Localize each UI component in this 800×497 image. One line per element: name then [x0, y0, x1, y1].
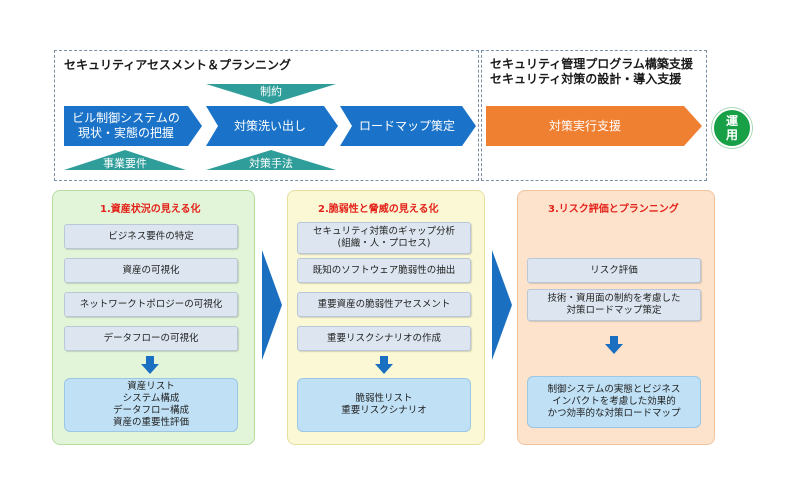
panel3-item-1: リスク評価 — [527, 258, 701, 283]
step3-label: ロードマップ策定 — [358, 118, 455, 133]
chevron-1-icon — [262, 250, 282, 360]
constraint-label: 制約 — [260, 85, 282, 98]
assessment-heading: セキュリティアセスメント＆プランニング — [64, 58, 292, 72]
panel2-title: 2.脆弱性と脅威の見える化 — [318, 204, 439, 215]
method-label: 対策手法 — [249, 157, 293, 170]
panel2-item-4: 重要リスクシナリオの作成 — [297, 326, 471, 351]
panel2-result: 脆弱性リスト 重要リスクシナリオ — [297, 378, 471, 432]
panel3-down-arrow-icon — [605, 336, 623, 354]
panel1-item-4: データフローの可視化 — [64, 326, 238, 351]
panel1-item-3: ネットワークトポロジーの可視化 — [64, 292, 238, 317]
panel3-title: 3.リスク評価とプランニング — [548, 204, 679, 215]
panel2-down-arrow-icon — [375, 356, 393, 374]
panel3-item-2: 技術・資用面の制約を考慮した 対策ロードマップ策定 — [527, 289, 701, 321]
step1-arrow-shape — [64, 106, 202, 146]
step2-arrow-shape — [206, 106, 338, 146]
panel1-item-2: 資産の可視化 — [64, 258, 238, 283]
panel1-item-1: ビジネス要件の特定 — [64, 224, 238, 249]
step3-arrow-shape — [340, 106, 476, 146]
business-requirements-label: 事業要件 — [103, 157, 147, 170]
panel1-down-arrow-icon — [141, 356, 159, 374]
business-shape — [64, 150, 186, 170]
implementation-heading-1: セキュリティ管理プログラム構築支援 — [490, 57, 693, 71]
execution-label: 対策実行支援 — [548, 118, 621, 133]
implementation-heading-2: セキュリティ対策の設計・導入支援 — [490, 72, 682, 86]
panel3-result: 制御システムの実態とビジネス インパクトを考慮した効果的 かつ効率的な対策ロード… — [527, 376, 701, 428]
panel2-item-2: 既知のソフトウェア脆弱性の抽出 — [297, 258, 471, 283]
panel2-item-1: セキュリティ対策のギャップ分析 (組織・人・プロセス) — [297, 222, 471, 254]
constraint-shape — [206, 84, 336, 104]
step2-label: 対策洗い出し — [233, 118, 306, 133]
panel2-item-3: 重要資産の脆弱性アセスメント — [297, 292, 471, 317]
panel1-title: 1.資産状況の見える化 — [100, 204, 201, 215]
panel1-result: 資産リスト システム構成 データフロー構成 資産の重要性評価 — [64, 378, 238, 432]
implementation-frame — [481, 50, 707, 181]
operation-circle: 運 用 — [712, 108, 752, 148]
assessment-frame — [54, 50, 479, 181]
execution-arrow-shape — [486, 106, 702, 146]
chevron-2-icon — [492, 250, 512, 360]
method-shape — [206, 150, 336, 170]
step1-label: ビル制御システムの 現状・実態の把握 — [72, 111, 180, 140]
